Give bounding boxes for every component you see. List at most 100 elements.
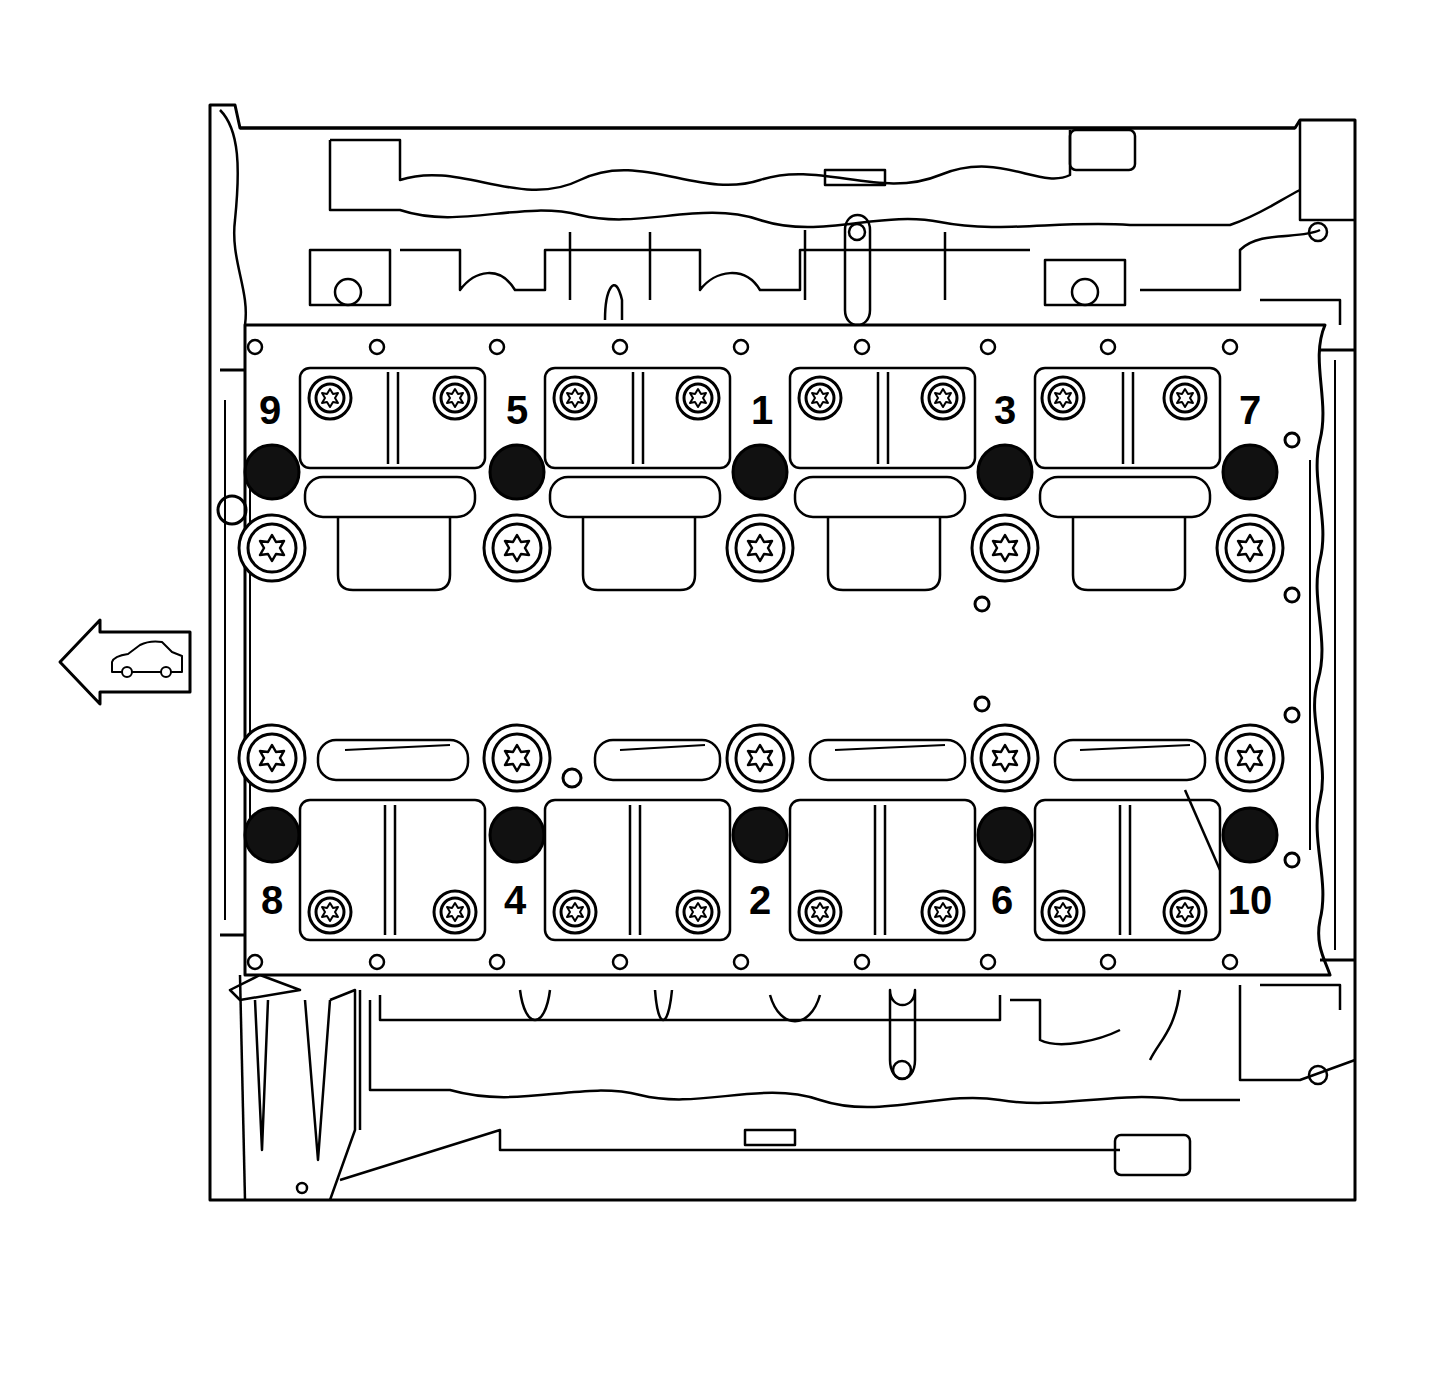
bedplate-part (220, 370, 245, 935)
lower-block-detail-part (1115, 1135, 1190, 1175)
lower-block-detail-part (655, 990, 672, 1020)
dowel-hole-part (981, 955, 995, 969)
cap-bolt-part (1042, 891, 1084, 933)
upper-block-detail-part (1070, 130, 1135, 170)
sequence-number: 6 (991, 880, 1013, 920)
bearing-cap (300, 368, 1220, 940)
block-outline (210, 105, 1355, 1200)
dowel-hole-part (1223, 955, 1237, 969)
bedplate-part (1320, 350, 1355, 960)
dowel-hole (248, 340, 1237, 969)
lower-block-detail-part (370, 1000, 1240, 1107)
cap-bolt-part (1164, 891, 1206, 933)
bearing-cap-part (300, 368, 485, 468)
main-bolt-part (239, 515, 305, 581)
lower-block-detail-part (230, 975, 300, 1000)
dowel-hole-part (490, 955, 504, 969)
sequence-number: 7 (1239, 390, 1261, 430)
upper-block-detail-part (1140, 230, 1320, 290)
bedplate-part (563, 769, 581, 787)
upper-block-detail-part (330, 130, 1070, 190)
lower-block-detail-part (330, 990, 355, 1200)
dowel-hole-part (613, 955, 627, 969)
lower-block-detail-part (240, 975, 245, 1200)
lower-block-detail-part (520, 990, 550, 1020)
lower-block-detail-part (893, 1061, 911, 1079)
upper-block-detail-part (944, 232, 947, 300)
bedplate-part (1285, 433, 1299, 447)
sequence-bolt-part (978, 808, 1032, 862)
lower-block-detail-part (380, 995, 1000, 1020)
sequence-number: 9 (259, 390, 281, 430)
lower-block-detail-part (1240, 985, 1355, 1080)
slot-part (828, 517, 940, 590)
lower-block-detail-part (255, 1000, 268, 1150)
upper-block-detail-part (569, 232, 572, 300)
bedplate-part (1285, 708, 1299, 722)
cap-bolt-part (434, 377, 476, 419)
dowel-hole-part (370, 340, 384, 354)
upper-block-detail-part (1309, 223, 1327, 241)
dowel-hole-part (248, 955, 262, 969)
sequence-number: 1 (751, 390, 773, 430)
upper-block-detail-part (335, 279, 361, 305)
cap-bolt (309, 377, 1206, 933)
sequence-bolt-part (245, 808, 299, 862)
sequence-bolt-part (490, 808, 544, 862)
bearing-cap-part (300, 800, 485, 940)
lower-block-detail-part (1010, 1000, 1120, 1044)
cap-bolt-part (677, 891, 719, 933)
cap-bolt-part (434, 891, 476, 933)
sequence-bolt-part (733, 808, 787, 862)
upper-block-detail-part (400, 250, 1030, 290)
sequence-number: 8 (261, 880, 283, 920)
block-outline-part (240, 127, 1295, 130)
bedplate-part (1285, 588, 1299, 602)
bedplate-part (245, 325, 1330, 975)
slot-part (305, 477, 475, 517)
cap-bolt-part (554, 891, 596, 933)
cap-bolt-part (1164, 377, 1206, 419)
cap-bolt-part (309, 891, 351, 933)
sequence-number: 2 (749, 880, 771, 920)
lower-block-detail-part (297, 1183, 307, 1193)
block-outline-part (210, 105, 1355, 1200)
dowel-hole-part (734, 340, 748, 354)
dowel-hole-part (734, 955, 748, 969)
sequence-number: 4 (504, 880, 526, 920)
lower-block-detail-part (890, 990, 915, 1079)
upper-block-detail-part (825, 170, 885, 185)
sequence-bolt-part (733, 445, 787, 499)
bearing-cap-part (1035, 368, 1220, 468)
sequence-number: 10 (1228, 880, 1273, 920)
upper-block-detail-part (845, 215, 870, 325)
lower-block-detail-part (770, 995, 820, 1021)
main-bolt-part (727, 725, 793, 791)
bedplate-part (218, 496, 246, 524)
upper-block-detail-part (1045, 260, 1125, 305)
sequence-bolt-part (1223, 808, 1277, 862)
cap-bolt-part (677, 377, 719, 419)
slot-part (795, 477, 965, 517)
slot-part (1073, 517, 1185, 590)
upper-block-detail-part (1300, 120, 1355, 220)
bearing-cap-part (385, 805, 1130, 935)
bedplate-part (250, 600, 1300, 601)
sequence-bolt-part (490, 445, 544, 499)
sequence-bolt-part (245, 445, 299, 499)
upper-block-detail-part (804, 230, 807, 300)
main-bolt-part (1217, 725, 1283, 791)
front-of-vehicle-arrow-part (112, 641, 182, 672)
cap-bolt-part (799, 377, 841, 419)
cap-bolt-part (922, 377, 964, 419)
dowel-hole-part (248, 340, 262, 354)
cap-bolt-part (1042, 377, 1084, 419)
lower-block-detail-part (745, 1130, 795, 1145)
main-bolt-part (1217, 515, 1283, 581)
upper-block-detail-part (330, 140, 1300, 227)
upper-block-detail-part (1260, 300, 1340, 325)
bedplate-part (975, 597, 989, 611)
sequence-number: 3 (994, 390, 1016, 430)
sequence-bolt (245, 445, 1277, 862)
